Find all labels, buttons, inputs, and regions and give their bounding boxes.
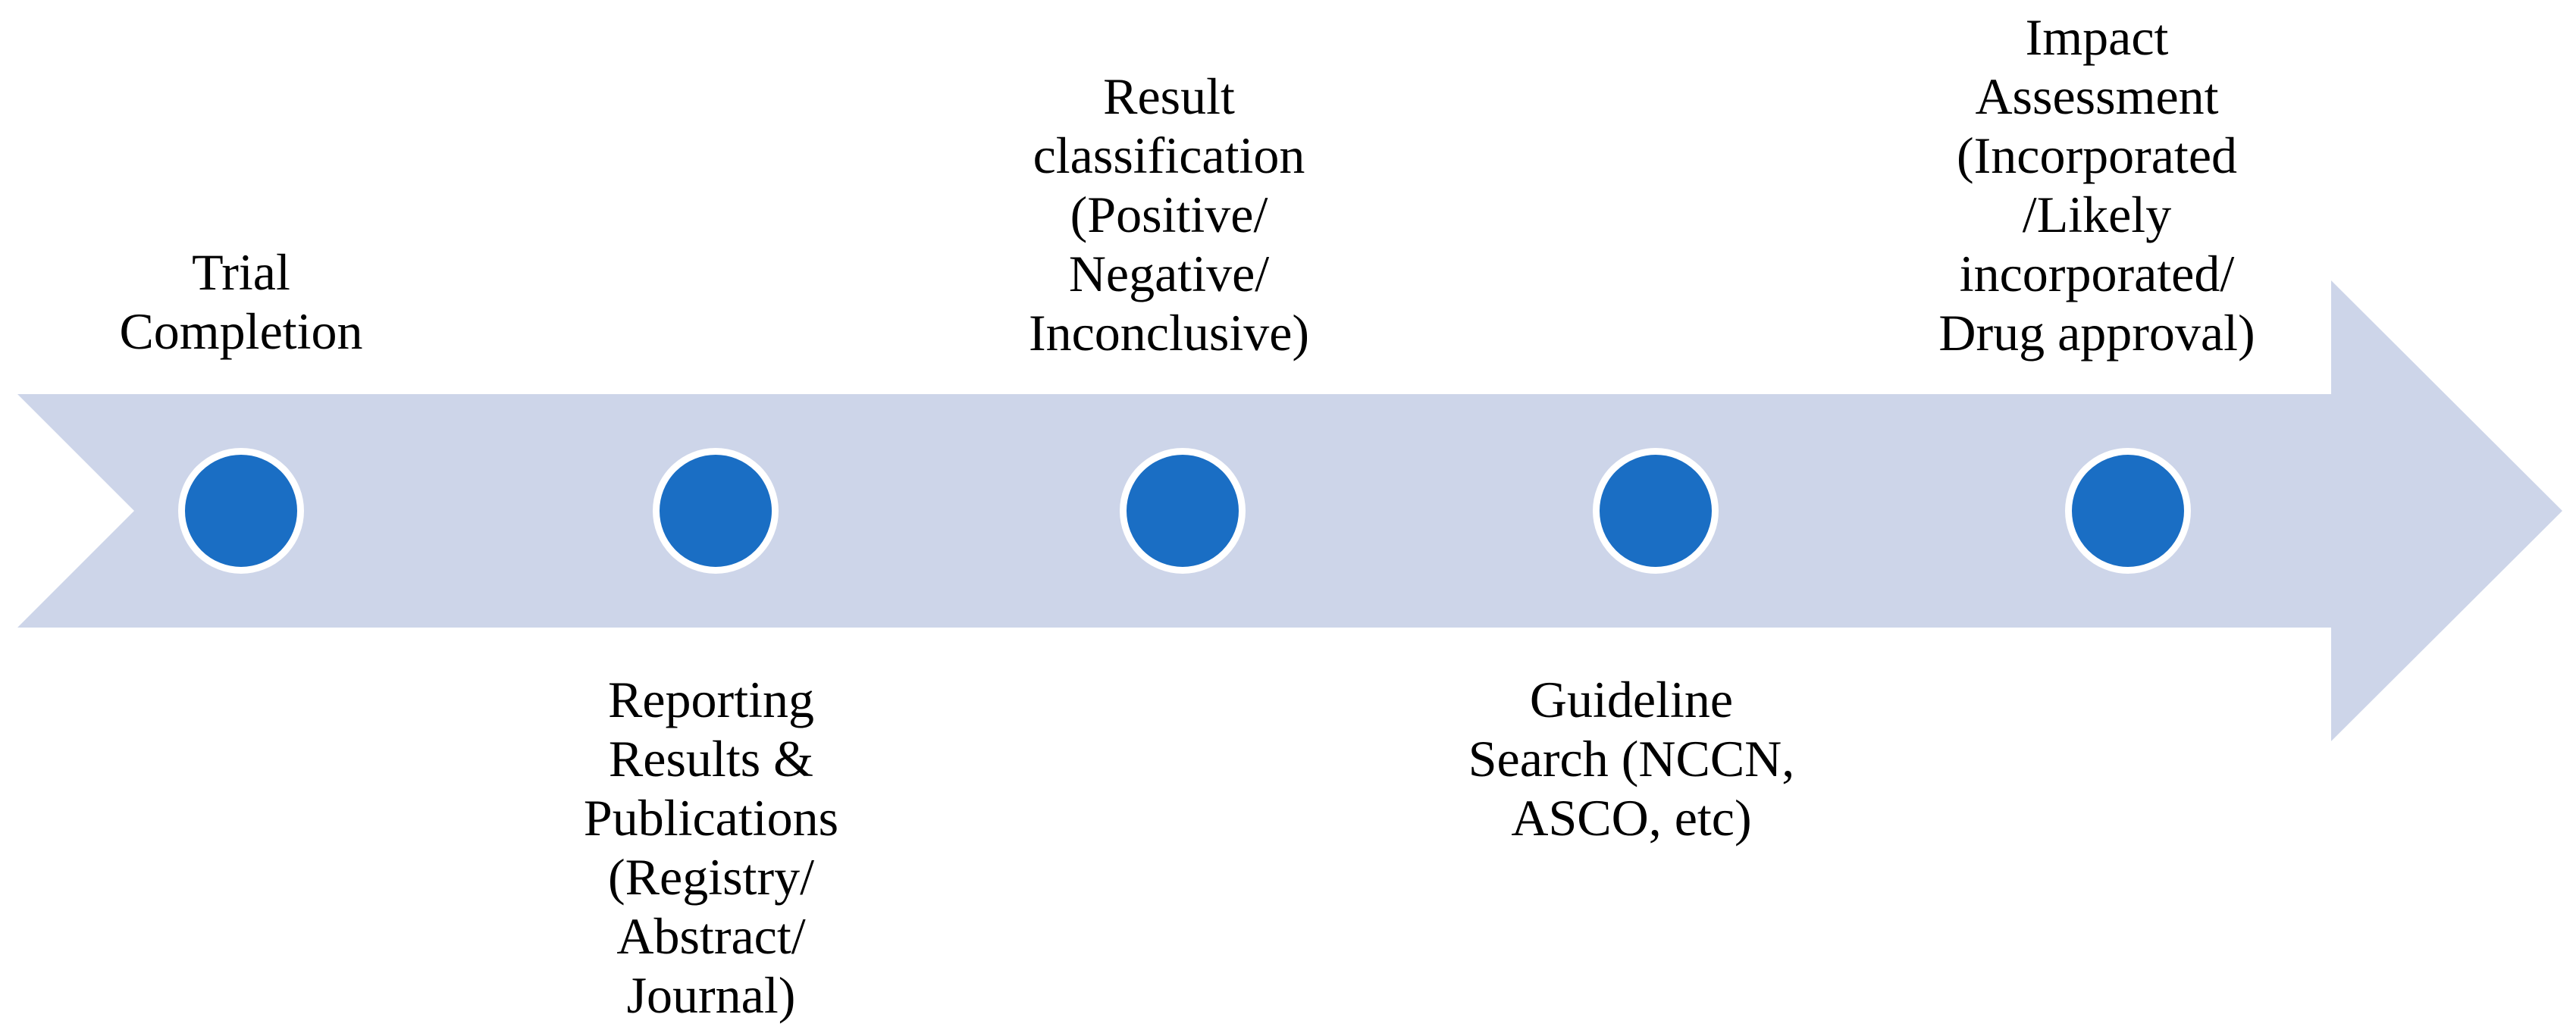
step-2-label-reporting-results: Reporting Results & Publications (Regist… (583, 671, 839, 1024)
step-4-label-guideline-search: Guideline Search (NCCN, ASCO, etc) (1468, 671, 1795, 847)
milestone-dot-1 (178, 448, 304, 574)
milestone-dot-2 (653, 448, 779, 574)
right-arrow-band (17, 280, 2562, 741)
step-3-label-result-classification: Result classification (Positive/ Negativ… (1028, 67, 1310, 362)
milestone-dot-4 (1593, 448, 1719, 574)
step-1-label-trial-completion: Trial Completion (119, 243, 363, 360)
step-5-label-impact-assessment: Impact Assessment (Incorporated /Likely … (1938, 8, 2255, 362)
milestone-dot-5 (2065, 448, 2191, 574)
milestone-dot-3 (1120, 448, 1246, 574)
